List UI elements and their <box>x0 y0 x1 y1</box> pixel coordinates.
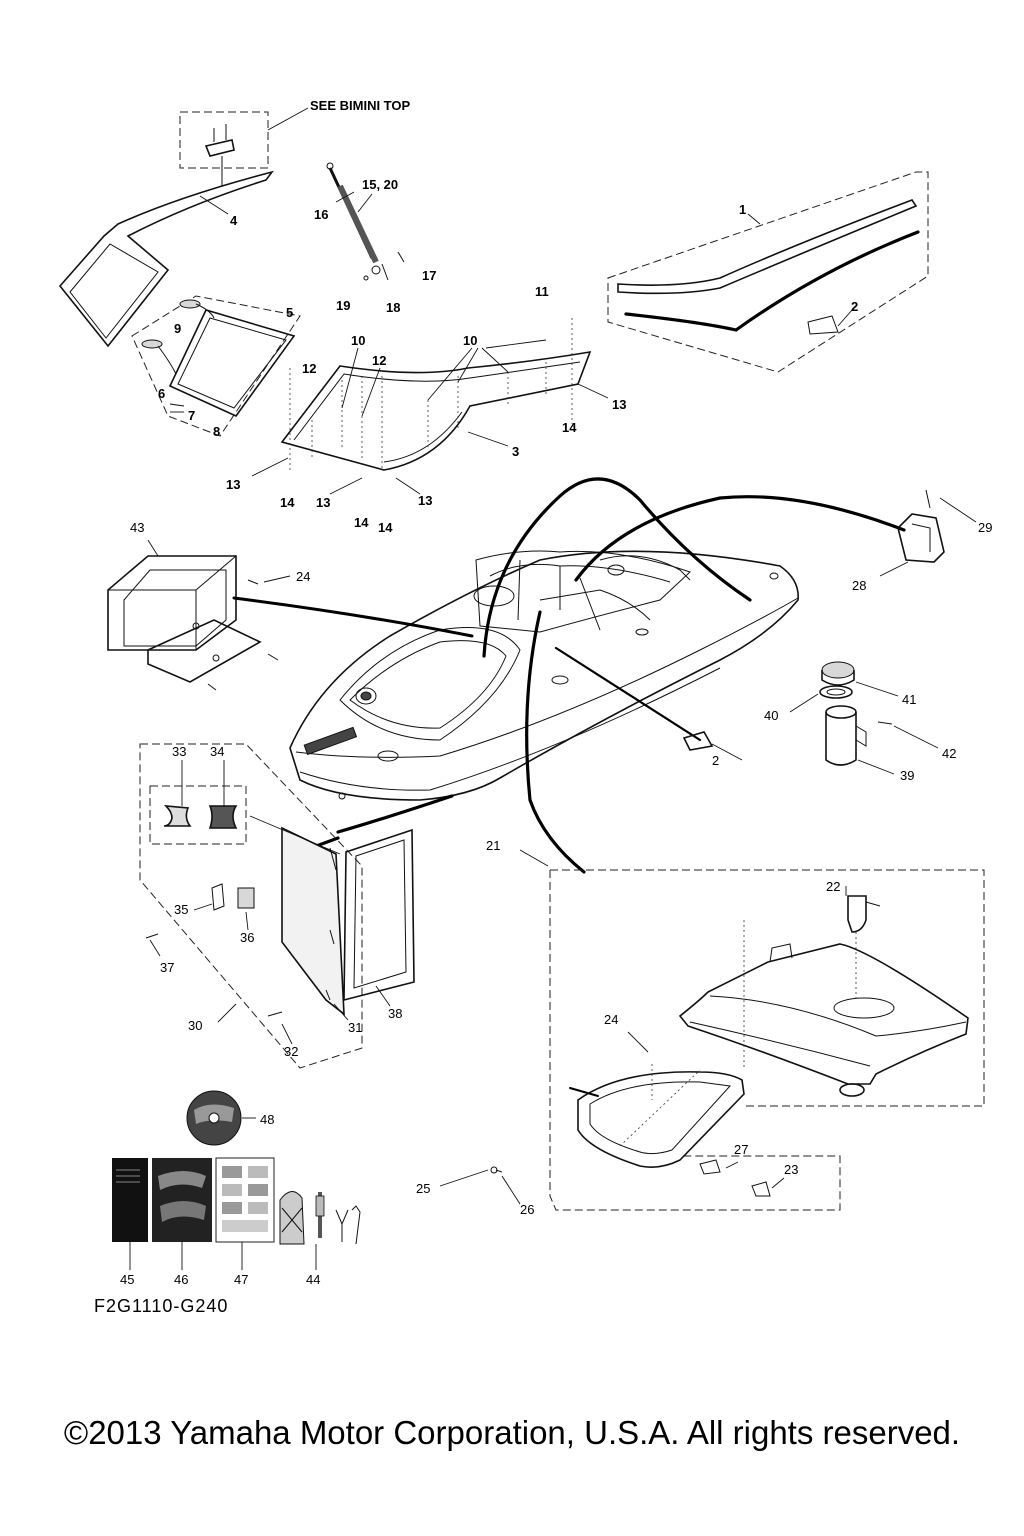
part-label: 35 <box>174 902 188 917</box>
part-label: 6 <box>158 386 165 401</box>
part-label: 12 <box>302 361 316 376</box>
catalog-code: F2G1110-G240 <box>94 1296 229 1316</box>
part-label: 47 <box>234 1272 248 1287</box>
part-label: 42 <box>942 746 956 761</box>
part-label: 36 <box>240 930 254 945</box>
part-label: 18 <box>386 300 400 315</box>
part-label: 2 <box>712 753 719 768</box>
storage-box <box>107 539 291 691</box>
part-label: 22 <box>826 879 840 894</box>
part-label: 25 <box>416 1181 430 1196</box>
dvd-disc <box>186 1090 256 1146</box>
part-label: 14 <box>354 515 369 530</box>
part-label: 34 <box>210 744 224 759</box>
part-label: 23 <box>784 1162 798 1177</box>
lower-bracket <box>682 731 743 761</box>
part-label: 14 <box>280 495 295 510</box>
part-label: 1 <box>739 202 746 217</box>
part-label: 13 <box>612 397 626 412</box>
windshield-frame <box>58 170 275 348</box>
tool-kit <box>279 1191 361 1270</box>
part-label: 38 <box>388 1006 402 1021</box>
boat-hull <box>289 550 799 801</box>
part-label: 14 <box>378 520 393 535</box>
part-label: 46 <box>174 1272 188 1287</box>
windshield-glass <box>251 318 609 495</box>
gas-strut <box>326 162 405 281</box>
part-label: 15, 20 <box>362 177 398 192</box>
part-label: 33 <box>172 744 186 759</box>
part-label: 2 <box>851 299 858 314</box>
part-label: 10 <box>463 333 477 348</box>
window-panel-group <box>131 295 301 437</box>
part-label: 5 <box>286 305 293 320</box>
owner-manuals <box>112 1157 275 1270</box>
part-label: 37 <box>160 960 174 975</box>
bimini-bracket-group: SEE BIMINI TOP <box>179 98 410 186</box>
part-label: 39 <box>900 768 914 783</box>
part-label: 45 <box>120 1272 134 1287</box>
part-label: 27 <box>734 1142 748 1157</box>
part-label: 7 <box>188 408 195 423</box>
part-label: 13 <box>226 477 240 492</box>
cleat <box>879 489 977 577</box>
part-label: 16 <box>314 207 328 222</box>
part-label: 24 <box>604 1012 618 1027</box>
see-bimini-top-note: SEE BIMINI TOP <box>310 98 410 113</box>
part-label: 26 <box>520 1202 534 1217</box>
part-label: 44 <box>306 1272 320 1287</box>
part-label: 29 <box>978 520 992 535</box>
console-group <box>439 849 985 1211</box>
door-group <box>139 743 415 1069</box>
connector-lines <box>232 477 906 874</box>
part-label: 41 <box>902 692 916 707</box>
part-labels: 1 2 2 3 4 5 6 7 8 9 10 10 11 12 12 13 13… <box>120 177 992 1287</box>
part-label: 4 <box>230 213 238 228</box>
part-label: 21 <box>486 838 500 853</box>
part-label: 17 <box>422 268 436 283</box>
part-label: 3 <box>512 444 519 459</box>
part-label: 40 <box>764 708 778 723</box>
part-label: 13 <box>316 495 330 510</box>
part-label: 14 <box>562 420 577 435</box>
part-label: 43 <box>130 520 144 535</box>
part-label: 31 <box>348 1020 362 1035</box>
part-label: 9 <box>174 321 181 336</box>
cup-holder-group <box>789 661 939 775</box>
part-label: 32 <box>284 1044 298 1059</box>
copyright-notice: ©2013 Yamaha Motor Corporation, U.S.A. A… <box>63 1414 961 1451</box>
gunwale-rail-group <box>607 171 929 373</box>
part-label: 8 <box>213 424 220 439</box>
part-label: 13 <box>418 493 432 508</box>
part-label: 19 <box>336 298 350 313</box>
part-label: 28 <box>852 578 866 593</box>
part-label: 12 <box>372 353 386 368</box>
part-label: 11 <box>535 284 549 299</box>
part-label: 10 <box>351 333 365 348</box>
part-label: 30 <box>188 1018 202 1033</box>
part-label: 24 <box>296 569 310 584</box>
part-label: 48 <box>260 1112 274 1127</box>
